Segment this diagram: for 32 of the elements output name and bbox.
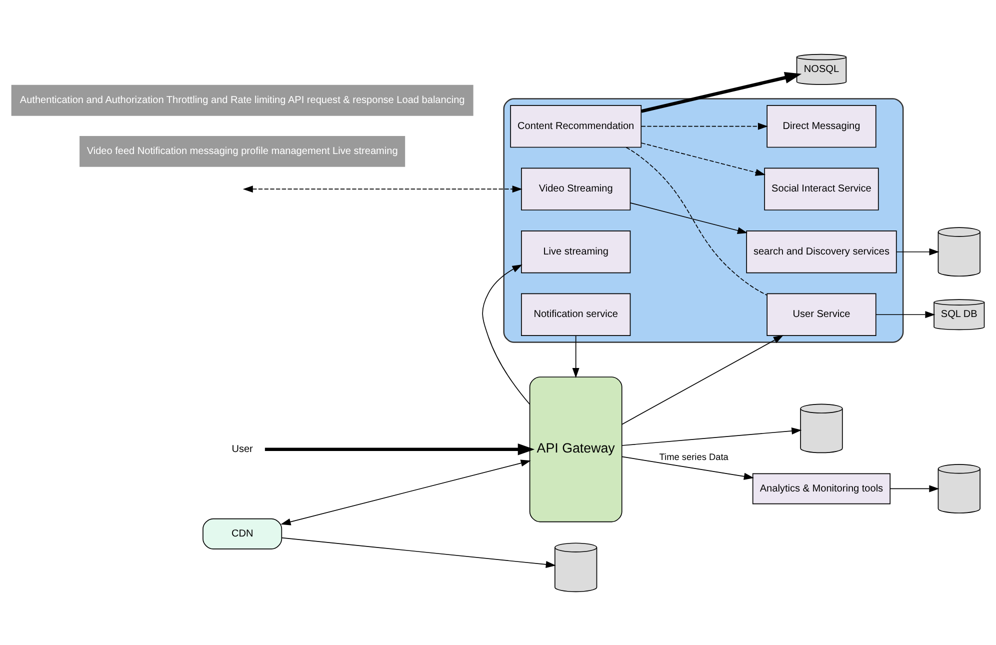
- node-text: User: [232, 443, 253, 454]
- node-box: User Service: [766, 292, 876, 336]
- arrow: [242, 185, 522, 192]
- arrow: [622, 334, 784, 424]
- node-box: Live streaming: [521, 230, 631, 273]
- arrow: [896, 248, 940, 255]
- edge-label: Time series Data: [659, 452, 728, 462]
- node-box: Notification service: [521, 292, 631, 336]
- node-box: Video feed Notification messaging profile management Live streaming: [80, 135, 406, 166]
- node-box: Social Interact Service: [764, 167, 879, 210]
- connector: [626, 146, 768, 295]
- node-box: Analytics & Monitoring tools: [752, 472, 891, 504]
- node-box: CDN: [202, 518, 282, 549]
- arrow: [622, 426, 802, 446]
- node-box: Direct Messaging: [766, 104, 876, 148]
- arrow: [622, 456, 754, 480]
- arrow: [640, 142, 766, 176]
- node-box: Authentication and Authorization Throttling and Rate limiting API request & response Load balancing: [11, 84, 474, 116]
- node-box: API Gateway: [529, 376, 622, 522]
- arrow: [572, 334, 580, 378]
- node-box: Video Streaming: [521, 167, 631, 210]
- arrow: [264, 443, 535, 455]
- arrow: [280, 459, 531, 525]
- arrow: [890, 484, 940, 492]
- arrow: [640, 122, 768, 130]
- arrow: [641, 71, 802, 112]
- node-box: search and Discovery services: [746, 230, 897, 273]
- arrow: [281, 536, 556, 568]
- arrow: [630, 202, 748, 234]
- arrow: [482, 264, 530, 404]
- node-box: Content Recommendation: [510, 104, 642, 148]
- arrow: [876, 310, 936, 318]
